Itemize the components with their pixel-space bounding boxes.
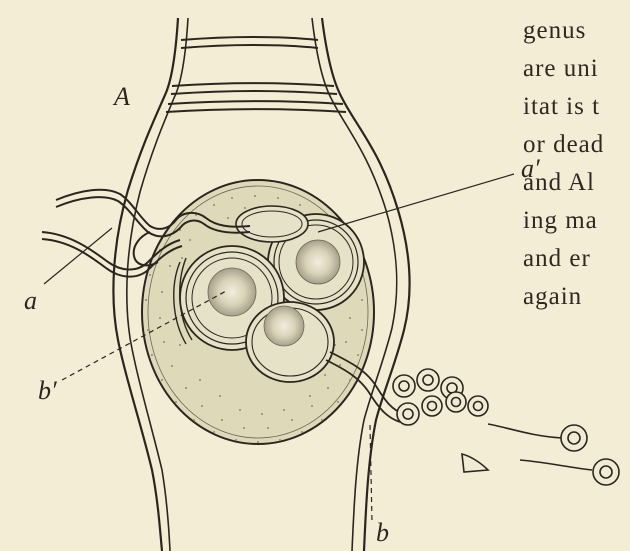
zoospore <box>393 375 415 397</box>
spore-left-nucleus <box>208 268 256 316</box>
label-b-prime: b′ <box>38 378 57 404</box>
label-A: A <box>114 84 130 110</box>
free-zoospores <box>462 424 619 485</box>
text-line: and Al <box>523 164 630 202</box>
zoospore <box>446 392 466 412</box>
leader-a-prime <box>318 174 514 232</box>
zoospore-flagellum <box>520 460 592 470</box>
text-line: itat is t <box>523 88 630 126</box>
leader-a <box>44 228 112 284</box>
spore-bottom <box>246 302 334 382</box>
septum-mid-1 <box>172 83 334 86</box>
label-a: a <box>24 288 37 314</box>
septa <box>166 37 346 112</box>
septum-low-2 <box>166 109 346 112</box>
text-line: or dead <box>523 126 630 164</box>
text-line: and er <box>523 240 630 278</box>
spore-bottom-nucleus <box>264 306 304 346</box>
septum-mid-2 <box>171 91 337 94</box>
free-zoospore <box>561 425 587 451</box>
zoospore-cluster <box>393 369 488 425</box>
spore-upper-left-small <box>236 206 308 242</box>
septum-top-2 <box>181 45 318 48</box>
zoospore <box>422 396 442 416</box>
septum-top-1 <box>181 37 318 40</box>
zoospore <box>397 403 419 425</box>
free-zoospore <box>593 459 619 485</box>
text-line: genus <box>523 12 630 50</box>
empty-membrane <box>462 454 488 472</box>
text-line: again <box>523 278 630 316</box>
septum-low-1 <box>168 101 343 104</box>
zoospore-flagellum <box>488 424 562 438</box>
zoospore <box>417 369 439 391</box>
body-text-column: genus are uni itat is t or dead and Al i… <box>523 12 630 316</box>
text-line: ing ma <box>523 202 630 240</box>
spore-upper-right-nucleus <box>296 240 340 284</box>
text-line: are uni <box>523 50 630 88</box>
label-b: b <box>376 520 389 546</box>
zoospore <box>468 396 488 416</box>
